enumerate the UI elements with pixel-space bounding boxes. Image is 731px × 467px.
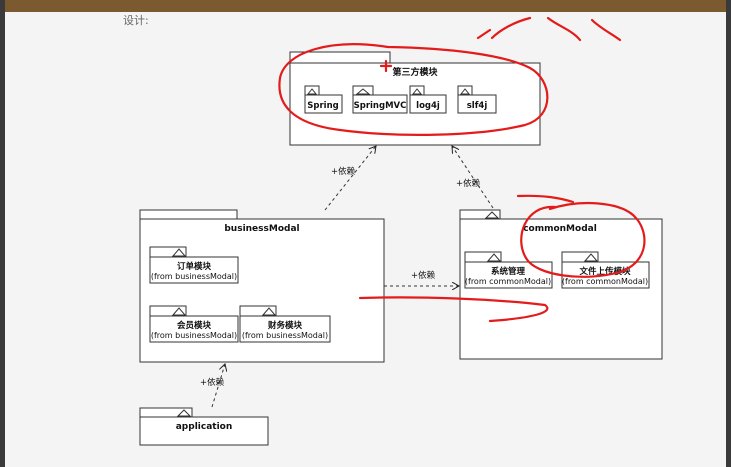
dependency-app-to-business-label: +依赖 xyxy=(200,377,225,388)
package-spring[interactable]: Spring xyxy=(304,85,343,114)
left-frame-edge xyxy=(0,0,5,467)
package-log4j[interactable]: log4j xyxy=(409,85,447,114)
package-finance[interactable]: 财务模块 (from businessModal) xyxy=(239,305,331,343)
package-upload-from: (from commonModal) xyxy=(562,277,648,286)
third-party-title: 第三方模块 xyxy=(392,66,438,78)
dependency-business-to-third-label: +依赖 xyxy=(331,166,356,177)
window-top-bar xyxy=(0,0,731,12)
dependency-app-to-business xyxy=(211,364,225,408)
package-order-from: (from businessModal) xyxy=(151,272,237,281)
package-system[interactable]: 系统管理 (from commonModal) xyxy=(464,251,553,289)
dependency-business-to-third xyxy=(324,146,376,211)
dependency-common-to-third xyxy=(452,146,494,209)
package-diagram: 第三方模块 Spring SpringMVC log4j slf4j busin… xyxy=(139,16,663,446)
right-frame-edge xyxy=(726,0,731,467)
package-slf4j[interactable]: slf4j xyxy=(457,85,497,114)
package-springmvc-label: SpringMVC xyxy=(354,101,407,111)
package-system-from: (from commonModal) xyxy=(465,277,551,286)
common-modal-title: commonModal xyxy=(523,224,597,234)
application-title: application xyxy=(176,422,233,432)
package-slf4j-label: slf4j xyxy=(467,101,488,111)
slide-text-fragment: 设计: xyxy=(123,14,149,27)
package-member-name: 会员模块 xyxy=(176,320,212,331)
package-log4j-label: log4j xyxy=(416,101,440,111)
package-springmvc[interactable]: SpringMVC xyxy=(352,85,408,114)
red-annotations xyxy=(278,16,646,323)
cross-mark-annotation xyxy=(379,59,393,73)
scribble-annotation-top xyxy=(476,16,622,42)
circle-annotation-third-party xyxy=(278,43,549,136)
package-member-from: (from businessModal) xyxy=(151,331,237,340)
stroke-annotation-top xyxy=(516,194,575,204)
common-modal-package[interactable]: commonModal xyxy=(459,209,663,360)
underline-annotation xyxy=(358,296,549,323)
dependency-business-to-common-label: +依赖 xyxy=(411,270,436,281)
package-upload-name: 文件上传模块 xyxy=(579,266,631,277)
package-order-name: 订单模块 xyxy=(177,261,212,272)
dependency-common-to-third-label: +依赖 xyxy=(456,178,481,189)
package-finance-from: (from businessModal) xyxy=(242,331,328,340)
diagram-canvas: 设计: 第三方模块 Spring SpringMVC log4j slf4j xyxy=(5,12,726,467)
business-modal-title: businessModal xyxy=(224,224,299,234)
circle-annotation-common-modal xyxy=(520,201,646,278)
package-member[interactable]: 会员模块 (from businessModal) xyxy=(149,305,239,343)
package-spring-label: Spring xyxy=(307,101,338,111)
package-order[interactable]: 订单模块 (from businessModal) xyxy=(149,246,239,284)
package-system-name: 系统管理 xyxy=(491,266,526,277)
package-finance-name: 财务模块 xyxy=(267,320,303,331)
application-package[interactable]: application xyxy=(139,407,269,446)
